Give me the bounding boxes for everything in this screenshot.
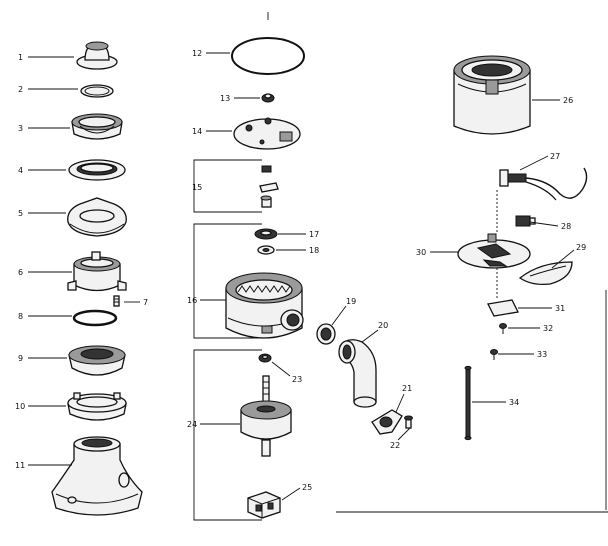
part-33-screw <box>490 349 498 360</box>
callout-labels: 1 2 3 4 5 6 7 8 9 10 11 12 13 14 15 16 1… <box>15 49 586 492</box>
part-30-turntable <box>457 233 531 269</box>
callout-8: 8 <box>18 312 23 321</box>
part-27-wire-harness <box>499 167 588 201</box>
callout-23: 23 <box>292 375 302 384</box>
leader-lines <box>28 52 575 501</box>
part-9-mount-gasket <box>68 345 126 376</box>
part-18-washer <box>257 245 275 255</box>
callout-18: 18 <box>309 246 319 255</box>
callout-21: 21 <box>402 384 412 393</box>
part-7-screw <box>113 295 120 307</box>
part-19-hose-gasket <box>316 323 336 345</box>
callout-30: 30 <box>416 248 426 257</box>
part-21-elbow-flange <box>371 409 403 435</box>
callout-31: 31 <box>555 304 565 313</box>
axis-lines <box>267 12 608 513</box>
part-14-baffle-plate <box>233 117 301 150</box>
part-4-fiber-gasket <box>68 159 126 181</box>
part-12-o-ring <box>231 37 305 75</box>
part-20-discharge-elbow <box>338 339 377 408</box>
part-5-backup-ring <box>67 197 127 237</box>
callout-28: 28 <box>561 222 571 231</box>
part-24-motor-shaft <box>240 375 292 457</box>
callout-13: 13 <box>220 94 230 103</box>
part-15-fastener-group <box>259 165 279 208</box>
callout-9: 9 <box>18 354 23 363</box>
part-10-support-flange <box>67 392 127 421</box>
part-22-bolt <box>404 415 413 429</box>
bracket-15 <box>193 159 262 213</box>
callout-5: 5 <box>18 209 23 218</box>
callout-32: 32 <box>543 324 553 333</box>
callout-29: 29 <box>576 243 586 252</box>
part-13-nut <box>261 93 275 103</box>
callout-16: 16 <box>187 296 197 305</box>
callout-2: 2 <box>18 85 23 94</box>
part-29-shield <box>518 261 573 286</box>
callout-11: 11 <box>15 461 25 470</box>
part-17-bearing <box>254 228 278 240</box>
callout-33: 33 <box>537 350 547 359</box>
callout-25: 25 <box>302 483 312 492</box>
callout-4: 4 <box>18 166 23 175</box>
callout-7: 7 <box>143 298 148 307</box>
part-11-upper-housing <box>51 436 143 516</box>
callout-15: 15 <box>192 183 202 192</box>
part-23-nut <box>258 353 272 363</box>
callout-17: 17 <box>309 230 319 239</box>
part-6-mounting-ring <box>67 251 127 292</box>
part-26-lower-housing <box>453 55 531 135</box>
callout-22: 22 <box>390 441 400 450</box>
part-3-sink-flange <box>71 113 123 140</box>
callout-14: 14 <box>192 127 202 136</box>
callout-19: 19 <box>346 297 356 306</box>
callout-24: 24 <box>187 420 197 429</box>
callout-26: 26 <box>563 96 573 105</box>
callout-20: 20 <box>378 321 388 330</box>
callout-34: 34 <box>509 398 519 407</box>
part-34-long-bolt <box>464 365 472 441</box>
bracket-16 <box>193 223 262 339</box>
part-8-snap-ring <box>72 309 118 327</box>
part-25-switch-block <box>247 491 281 519</box>
callout-6: 6 <box>18 268 23 277</box>
part-31-plate <box>487 299 519 317</box>
part-1-stopper <box>76 41 118 70</box>
part-28-connector <box>515 215 536 227</box>
part-2-gasket <box>80 84 114 98</box>
part-16-grind-chamber <box>225 272 304 339</box>
callout-10: 10 <box>15 402 25 411</box>
callout-3: 3 <box>18 124 23 133</box>
callout-1: 1 <box>18 53 23 62</box>
bracket-24 <box>193 349 262 521</box>
callout-12: 12 <box>192 49 202 58</box>
part-32-screw <box>499 323 507 334</box>
callout-27: 27 <box>550 152 560 161</box>
